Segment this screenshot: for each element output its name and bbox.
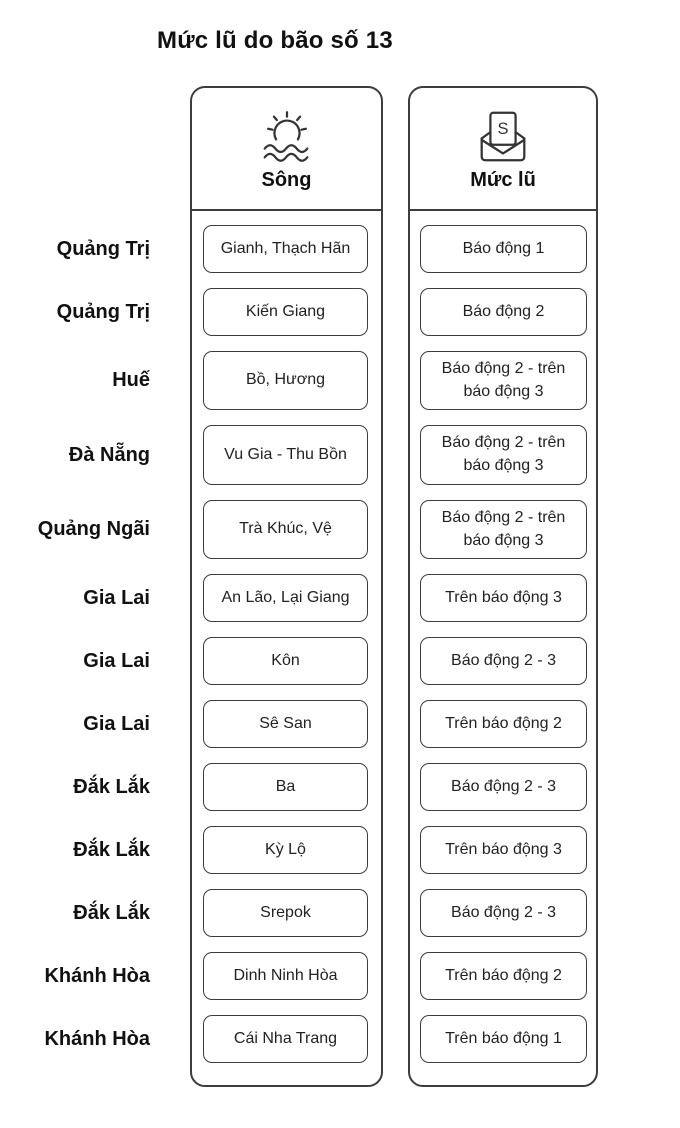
flood-cell: Báo động 2 - trên báo động 3 xyxy=(408,499,598,574)
flood-box: Báo động 2 - trên báo động 3 xyxy=(420,499,587,560)
province-label: Quảng Ngãi xyxy=(37,518,150,541)
flood-box: Trên báo động 3 xyxy=(420,826,587,875)
river-box: Ba xyxy=(203,763,368,812)
province-label: Đắk Lắk xyxy=(73,775,150,798)
flood-column-header: S Mức lũ xyxy=(408,86,598,211)
flood-cell: Trên báo động 3 xyxy=(408,826,598,889)
province-label: Gia Lai xyxy=(83,649,150,672)
flood-box: Báo động 2 - 3 xyxy=(420,637,587,686)
river-cell: Srepok xyxy=(190,889,383,952)
flood-cell: Trên báo động 2 xyxy=(408,700,598,763)
flood-cell: Báo động 2 - trên báo động 3 xyxy=(408,425,598,499)
flood-box: Báo động 2 - trên báo động 3 xyxy=(420,351,587,411)
river-box: Kôn xyxy=(203,637,368,686)
river-box: Cái Nha Trang xyxy=(203,1015,368,1064)
flood-cell: Trên báo động 2 xyxy=(408,952,598,1015)
flood-box: Báo động 2 - 3 xyxy=(420,763,587,812)
flood-box: Trên báo động 2 xyxy=(420,700,587,749)
river-box: Kiến Giang xyxy=(203,288,368,336)
flood-box: Báo động 2 - 3 xyxy=(420,889,587,938)
flood-cell: Trên báo động 1 xyxy=(408,1015,598,1078)
river-box: Kỳ Lộ xyxy=(203,826,368,875)
river-cell: Ba xyxy=(190,763,383,826)
flood-cell: Báo động 2 - trên báo động 3 xyxy=(408,351,598,425)
river-cell: Cái Nha Trang xyxy=(190,1015,383,1078)
flood-cell: Trên báo động 3 xyxy=(408,574,598,637)
province-label: Đắk Lắk xyxy=(73,901,150,924)
river-box: Sê San xyxy=(203,700,368,749)
river-box: An Lão, Lại Giang xyxy=(203,574,368,623)
flood-cell: Báo động 2 - 3 xyxy=(408,763,598,826)
province-label: Đắk Lắk xyxy=(73,838,150,861)
flood-box: Trên báo động 1 xyxy=(420,1015,587,1064)
province-label: Huế xyxy=(112,369,150,392)
letter-glyph: S xyxy=(498,120,509,138)
river-cell: Kỳ Lộ xyxy=(190,826,383,889)
flood-box: Báo động 1 xyxy=(420,225,587,273)
river-cell: An Lão, Lại Giang xyxy=(190,574,383,637)
flood-cell: Báo động 2 - 3 xyxy=(408,889,598,952)
river-cell: Kôn xyxy=(190,637,383,700)
river-box: Srepok xyxy=(203,889,368,938)
province-label: Quảng Trị xyxy=(56,237,150,260)
river-cell: Bồ, Hương xyxy=(190,351,383,425)
envelope-letter-icon: S xyxy=(472,107,534,165)
sun-over-waves-icon xyxy=(256,107,318,165)
river-box: Vu Gia - Thu Bồn xyxy=(203,425,368,485)
river-cell: Dinh Ninh Hòa xyxy=(190,952,383,1015)
province-label: Khánh Hòa xyxy=(44,964,150,987)
river-cell: Trà Khúc, Vệ xyxy=(190,499,383,574)
river-box: Gianh, Thạch Hãn xyxy=(203,225,368,273)
river-cell: Gianh, Thạch Hãn xyxy=(190,225,383,288)
flood-box: Trên báo động 2 xyxy=(420,952,587,1001)
flood-cell: Báo động 1 xyxy=(408,225,598,288)
river-box: Bồ, Hương xyxy=(203,351,368,411)
province-label: Gia Lai xyxy=(83,586,150,609)
flood-table: Sông S Mức lũ Quảng Trị Gianh, Thạch Hãn… xyxy=(0,86,598,1078)
page-title: Mức lũ do bão số 13 xyxy=(157,27,393,54)
province-label: Đà Nẵng xyxy=(68,443,150,466)
river-column-title: Sông xyxy=(261,169,312,191)
province-label: Khánh Hòa xyxy=(44,1027,150,1050)
flood-cell: Báo động 2 - 3 xyxy=(408,637,598,700)
flood-box: Trên báo động 3 xyxy=(420,574,587,623)
river-box: Trà Khúc, Vệ xyxy=(203,499,368,560)
river-cell: Vu Gia - Thu Bồn xyxy=(190,425,383,499)
river-cell: Sê San xyxy=(190,700,383,763)
province-label: Gia Lai xyxy=(83,712,150,735)
river-box: Dinh Ninh Hòa xyxy=(203,952,368,1001)
river-column-header: Sông xyxy=(190,86,383,211)
flood-column-title: Mức lũ xyxy=(470,169,536,191)
river-cell: Kiến Giang xyxy=(190,288,383,351)
header-spacer xyxy=(0,211,598,225)
province-label: Quảng Trị xyxy=(56,300,150,323)
flood-box: Báo động 2 xyxy=(420,288,587,336)
flood-box: Báo động 2 - trên báo động 3 xyxy=(420,425,587,485)
flood-cell: Báo động 2 xyxy=(408,288,598,351)
